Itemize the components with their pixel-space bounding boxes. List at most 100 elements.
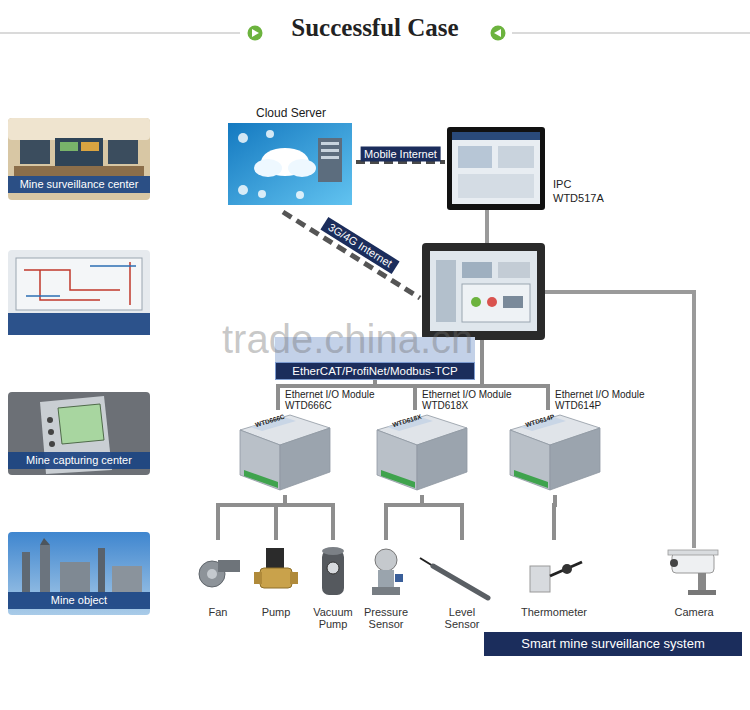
module-terminal xyxy=(514,470,548,488)
network-wire xyxy=(422,495,462,540)
pump-symbol xyxy=(260,568,292,588)
module-front xyxy=(510,430,550,490)
cloud-picture xyxy=(228,123,352,205)
photo-frame xyxy=(8,250,150,335)
cloud-server-slot xyxy=(321,142,339,145)
network-wire xyxy=(554,495,555,540)
fieldbus-band: EtherCAT/ProfiNet/Modbus-TCP xyxy=(275,362,475,380)
module-front xyxy=(377,430,417,490)
photo-screen-detail xyxy=(60,142,78,151)
ipc-frame xyxy=(447,127,545,210)
network-wire xyxy=(480,340,484,386)
caption-band: Mine capturing center xyxy=(8,452,150,469)
pressure-sensor-symbol xyxy=(375,549,397,571)
title-rule xyxy=(0,33,240,34)
ipc-screen-header xyxy=(452,132,540,140)
field-device: Pump xyxy=(240,540,312,630)
camera-symbol xyxy=(672,553,714,573)
node-label: Vacuum Pump xyxy=(305,606,361,630)
ipc-screen-panel xyxy=(458,174,534,198)
module-terminal xyxy=(244,470,278,488)
camera-symbol xyxy=(688,590,716,595)
pump-symbol xyxy=(266,548,284,568)
pump-symbol xyxy=(290,572,298,584)
node-label: Cloud Server xyxy=(226,106,356,121)
node-label: IPC WTD517A xyxy=(553,177,609,205)
photo-device-button xyxy=(49,441,55,447)
node-label: Ethernet I/O Module WTD618X xyxy=(422,389,522,411)
photo-plant-tower xyxy=(98,548,105,592)
node-label: Thermometer xyxy=(518,606,590,618)
photo-screen-detail xyxy=(81,142,99,151)
node-label: Mine capturing center xyxy=(8,452,150,469)
network-wire xyxy=(375,380,548,410)
photo-plant-tower xyxy=(22,552,30,592)
cloud-icon xyxy=(238,133,248,143)
caption-band: Mine object xyxy=(8,592,150,609)
field-device: Pressure Sensor xyxy=(350,540,422,630)
cloud-shape xyxy=(288,159,316,177)
ipc-screen-panel xyxy=(498,146,534,168)
device-face-label: WTD666C xyxy=(249,411,292,431)
pressure-sensor-symbol xyxy=(395,574,403,582)
watermark: trade.china.cn xyxy=(222,316,552,362)
io-module-drawing xyxy=(377,415,467,490)
io-module-drawing xyxy=(510,415,600,490)
module-side xyxy=(550,428,600,490)
node-label: Pump xyxy=(240,606,312,618)
photo-ceiling xyxy=(8,118,150,140)
title-bullet-arrow xyxy=(494,29,501,37)
photo-screen xyxy=(108,140,138,164)
cloud-server: Cloud Server xyxy=(226,106,356,207)
photo-frame xyxy=(8,532,150,615)
network-wire xyxy=(218,495,285,540)
io-module: Ethernet I/O Module WTD666CWTD666C xyxy=(235,410,335,495)
title-rule xyxy=(512,33,750,34)
cloud-icon xyxy=(296,191,304,199)
title-bullet-arrow xyxy=(252,29,259,37)
title-bullet xyxy=(248,26,263,41)
field-device: Vacuum Pump xyxy=(297,540,369,630)
link-label: Mobile Internet xyxy=(360,147,441,162)
thermometer-symbol xyxy=(550,562,582,576)
network-wire xyxy=(386,495,422,540)
cloud-icon xyxy=(238,185,248,195)
module-front xyxy=(240,430,280,490)
vacuum-pump-symbol xyxy=(322,550,344,595)
io-module: Ethernet I/O Module WTD618XWTD618X xyxy=(372,410,472,495)
photo-schematic xyxy=(26,266,136,296)
node-label: Fan xyxy=(182,606,254,618)
photo-device-button xyxy=(48,429,54,435)
caption-band-empty xyxy=(8,313,150,335)
hmi-screen-detail xyxy=(503,296,523,308)
photo-plant-tower xyxy=(40,545,50,592)
cloud-server-slot xyxy=(321,149,339,152)
node-label: EtherCAT/ProfiNet/Modbus-TCP xyxy=(276,363,474,379)
node-label: Ethernet I/O Module WTD666C xyxy=(285,389,385,411)
vacuum-pump-symbol xyxy=(322,547,344,555)
device-face-label: WTD614P xyxy=(519,411,562,431)
cloud-server-rack xyxy=(318,138,342,182)
hmi-screen-panel xyxy=(462,284,530,322)
node-label: Smart mine surveillance system xyxy=(484,632,742,656)
io-module: Ethernet I/O Module WTD614PWTD614P xyxy=(505,410,605,495)
node-label: Pressure Sensor xyxy=(358,606,414,630)
node-label: Camera xyxy=(658,606,730,618)
photo-screen xyxy=(20,140,50,164)
device-face-label: WTD618X xyxy=(386,411,429,431)
hmi-screen-panel xyxy=(462,262,492,278)
module-terminal xyxy=(381,470,415,488)
pump-symbol xyxy=(254,572,262,584)
hmi-screen-tank xyxy=(436,260,456,322)
ipc-screen-panel xyxy=(458,146,492,168)
wireless-link xyxy=(283,212,420,298)
photo-screen xyxy=(55,138,103,166)
fan-symbol xyxy=(207,569,217,579)
field-device: Thermometer xyxy=(518,540,590,630)
hmi-screen-indicator xyxy=(471,297,481,307)
cloud-icon xyxy=(266,130,274,138)
caption-band: Mine surveillance center xyxy=(8,176,150,193)
photo-device-button xyxy=(47,417,53,423)
system-band: Smart mine surveillance system xyxy=(484,632,742,656)
